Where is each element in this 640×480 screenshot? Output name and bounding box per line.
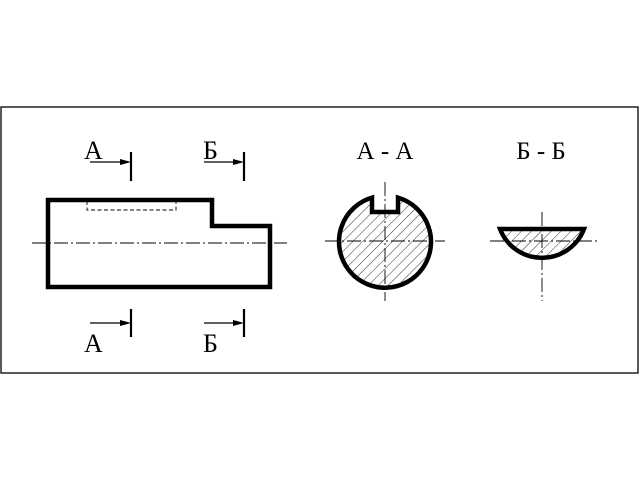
cut-plane-a-top	[90, 152, 133, 181]
cut-plane-b-top	[204, 152, 246, 181]
cut-label-b-bottom: Б	[203, 329, 218, 358]
drawing-frame	[0, 106, 639, 374]
section-a-title: А - А	[357, 138, 414, 165]
cut-plane-b-bottom	[204, 309, 246, 337]
section-b-title: Б - Б	[516, 138, 566, 165]
cut-label-a-bottom: А	[84, 329, 103, 358]
shaft-main-view	[32, 197, 287, 290]
cut-plane-a-bottom	[90, 309, 133, 337]
keyway-hidden-line	[86, 201, 177, 211]
section-a-a	[325, 182, 445, 301]
cut-label-a-top: А	[84, 136, 103, 165]
shaft-outline	[45, 197, 273, 290]
cut-label-b-top: Б	[203, 136, 218, 165]
section-a-outline	[336, 194, 434, 290]
section-b-b	[490, 212, 598, 301]
section-b-outline	[496, 226, 588, 261]
